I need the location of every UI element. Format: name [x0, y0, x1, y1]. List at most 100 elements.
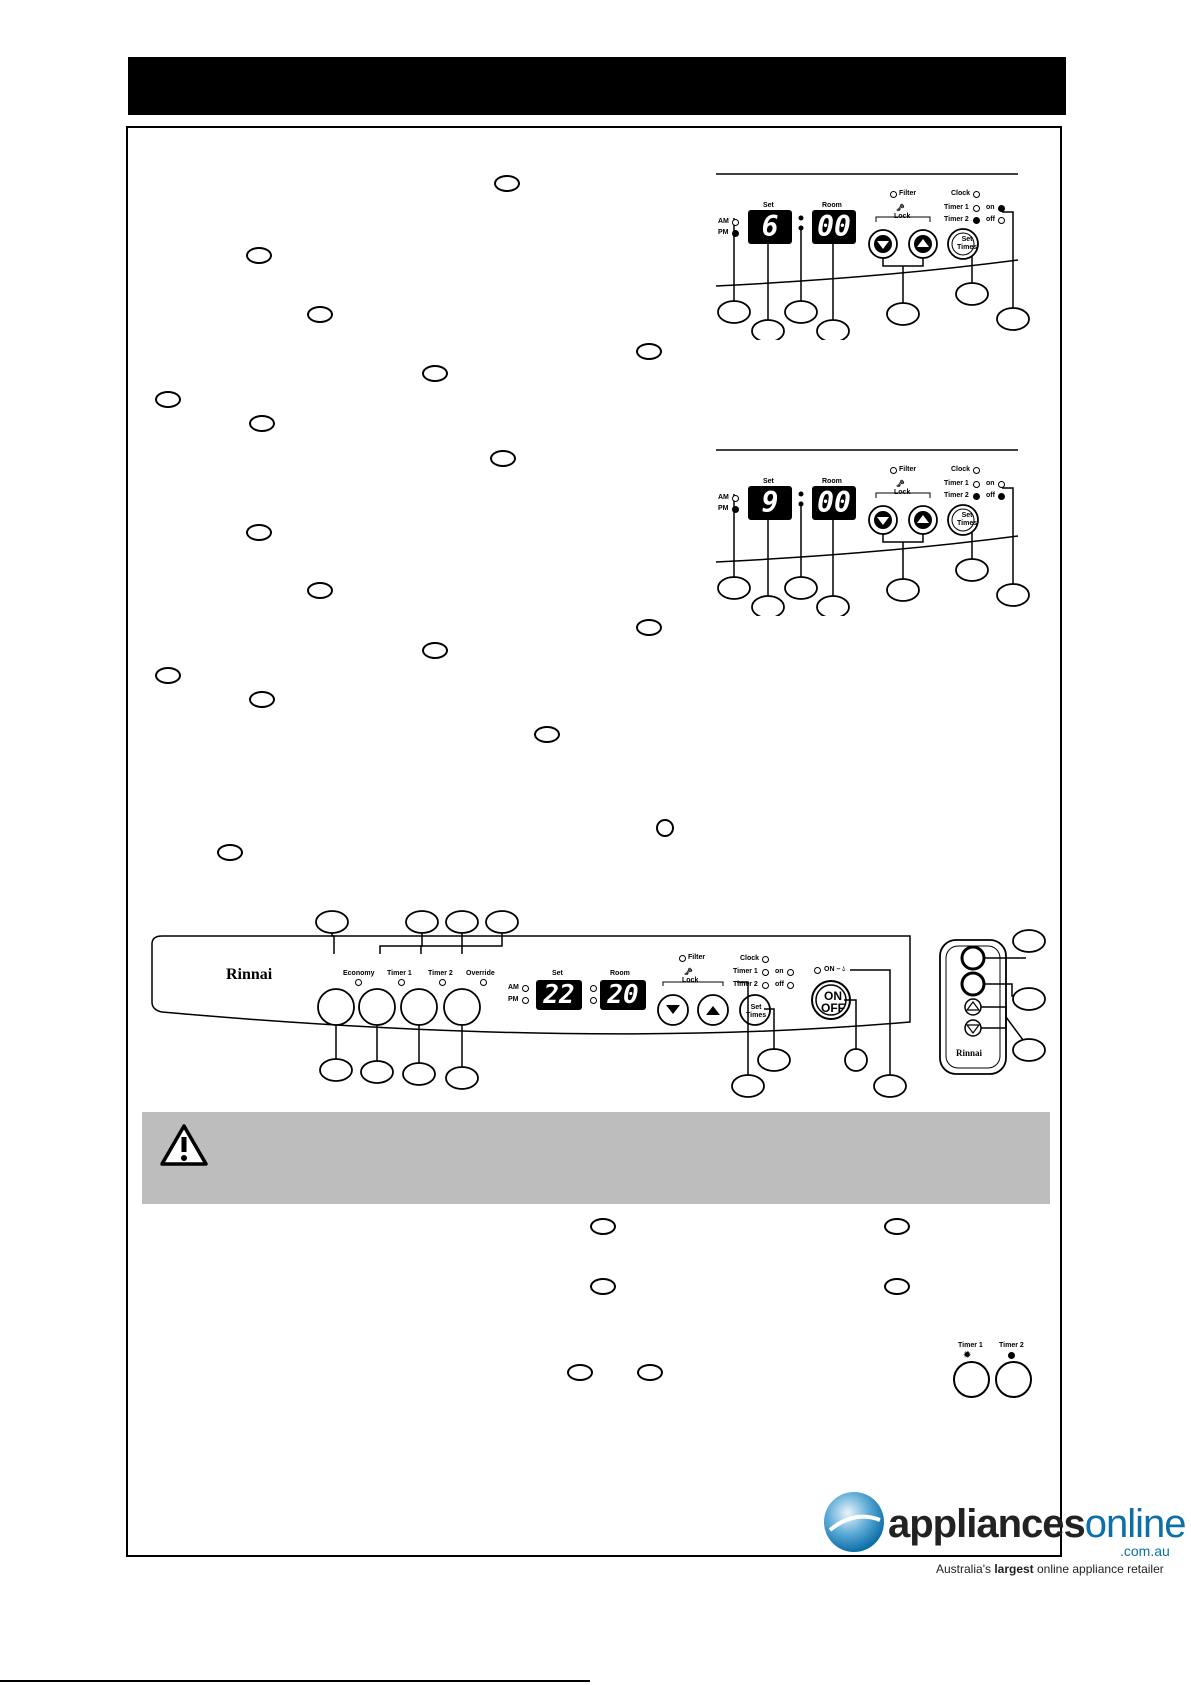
timer1-led [762, 969, 769, 976]
on-label: on [986, 480, 995, 487]
callout-marker [246, 524, 272, 541]
off-label: off [986, 216, 995, 223]
callout-marker [249, 415, 275, 432]
on-led [787, 969, 794, 976]
timer1-led [973, 205, 980, 212]
economy-label: Economy [343, 970, 375, 977]
room-display: 20 [600, 980, 646, 1010]
front-panel-diagram [151, 910, 1046, 1098]
power-led [814, 967, 821, 974]
pm-led [732, 230, 739, 237]
timer2-led [973, 217, 980, 224]
timer2-label: Timer 2 [999, 1342, 1024, 1349]
timer2-label: Timer 2 [733, 981, 758, 988]
timer1-flash-icon: ✹ [963, 1350, 972, 1361]
filter-label: Filter [899, 466, 917, 473]
content-frame [126, 126, 1062, 1557]
callout-marker [307, 306, 333, 323]
callout-marker [155, 667, 181, 684]
timer2-led [762, 982, 769, 989]
timer1-button[interactable] [953, 1361, 990, 1398]
timer1-label: Timer 1 [944, 480, 969, 487]
clock-label: Clock [740, 955, 760, 962]
callout-marker [155, 391, 181, 408]
lock-label: Lock [894, 213, 911, 220]
callout-marker [656, 819, 674, 837]
override-led [480, 979, 487, 986]
callout-marker [422, 365, 448, 382]
on-led [998, 481, 1005, 488]
timer2-button[interactable] [995, 1361, 1032, 1398]
off-led [787, 982, 794, 989]
callout-marker [249, 691, 275, 708]
set-label: Set [763, 202, 774, 209]
room-display: 00 [812, 486, 856, 520]
set-label: Set [552, 970, 563, 977]
callout-marker [217, 844, 243, 861]
clock-label: Clock [951, 190, 971, 197]
timer2-label: Timer 2 [944, 492, 969, 499]
lock-label: Lock [682, 977, 699, 984]
callout-marker [534, 726, 560, 743]
off-label: off [775, 981, 784, 988]
filter-led [679, 955, 686, 962]
lock-icon: 🗝︎ [896, 481, 905, 488]
timer2-label: Timer 2 [428, 970, 453, 977]
pm-led [522, 997, 529, 1004]
header-bar [128, 57, 1066, 115]
set-display: 22 [536, 980, 582, 1010]
controller-diagram-b [715, 449, 1030, 616]
lock-label: Lock [894, 489, 911, 496]
timer2-label: Timer 2 [944, 216, 969, 223]
front-panel-brand: Rinnai [226, 966, 273, 983]
set-label: Set [763, 478, 774, 485]
clock-led [973, 191, 980, 198]
pm-label: PM [718, 505, 729, 512]
off-led [998, 493, 1005, 500]
filter-led [890, 191, 897, 198]
timer1-label: Timer 1 [387, 970, 412, 977]
callout-marker [884, 1278, 910, 1295]
filter-label: Filter [899, 190, 917, 197]
footer-rule [0, 1680, 590, 1682]
timer2-led [973, 493, 980, 500]
room-display: 00 [812, 210, 856, 244]
colon-led-top [590, 985, 597, 992]
callout-marker [307, 582, 333, 599]
timer1-led [973, 481, 980, 488]
callout-marker [590, 1218, 616, 1235]
filter-label: Filter [688, 954, 706, 961]
am-led [732, 219, 739, 226]
clock-led [973, 467, 980, 474]
am-led [732, 495, 739, 502]
logo-domain: .com.au [1120, 1543, 1170, 1559]
clock-label: Clock [951, 466, 971, 473]
callout-marker [490, 450, 516, 467]
on-label: on [986, 204, 995, 211]
off-led [998, 217, 1005, 224]
colon-led-bottom [590, 997, 597, 1004]
am-led [522, 985, 529, 992]
callout-marker [637, 1364, 663, 1381]
wordmark-bold: appliances [888, 1502, 1086, 1546]
pm-label: PM [718, 229, 729, 236]
pm-label: PM [508, 996, 519, 1003]
callout-marker [884, 1218, 910, 1235]
override-label: Override [466, 970, 495, 977]
room-label: Room [822, 202, 842, 209]
am-label: AM [718, 494, 729, 501]
off-label: off [986, 492, 995, 499]
timer2-led [439, 979, 446, 986]
logo-tagline: Australia's largest online appliance ret… [936, 1562, 1164, 1576]
room-label: Room [822, 478, 842, 485]
wordmark-light: online [1084, 1502, 1187, 1546]
callout-marker [636, 619, 662, 636]
am-label: AM [508, 984, 519, 991]
timer1-led [398, 979, 405, 986]
warning-box [142, 1112, 1050, 1204]
callout-marker [636, 343, 662, 360]
remote-brand: Rinnai [956, 1048, 983, 1058]
